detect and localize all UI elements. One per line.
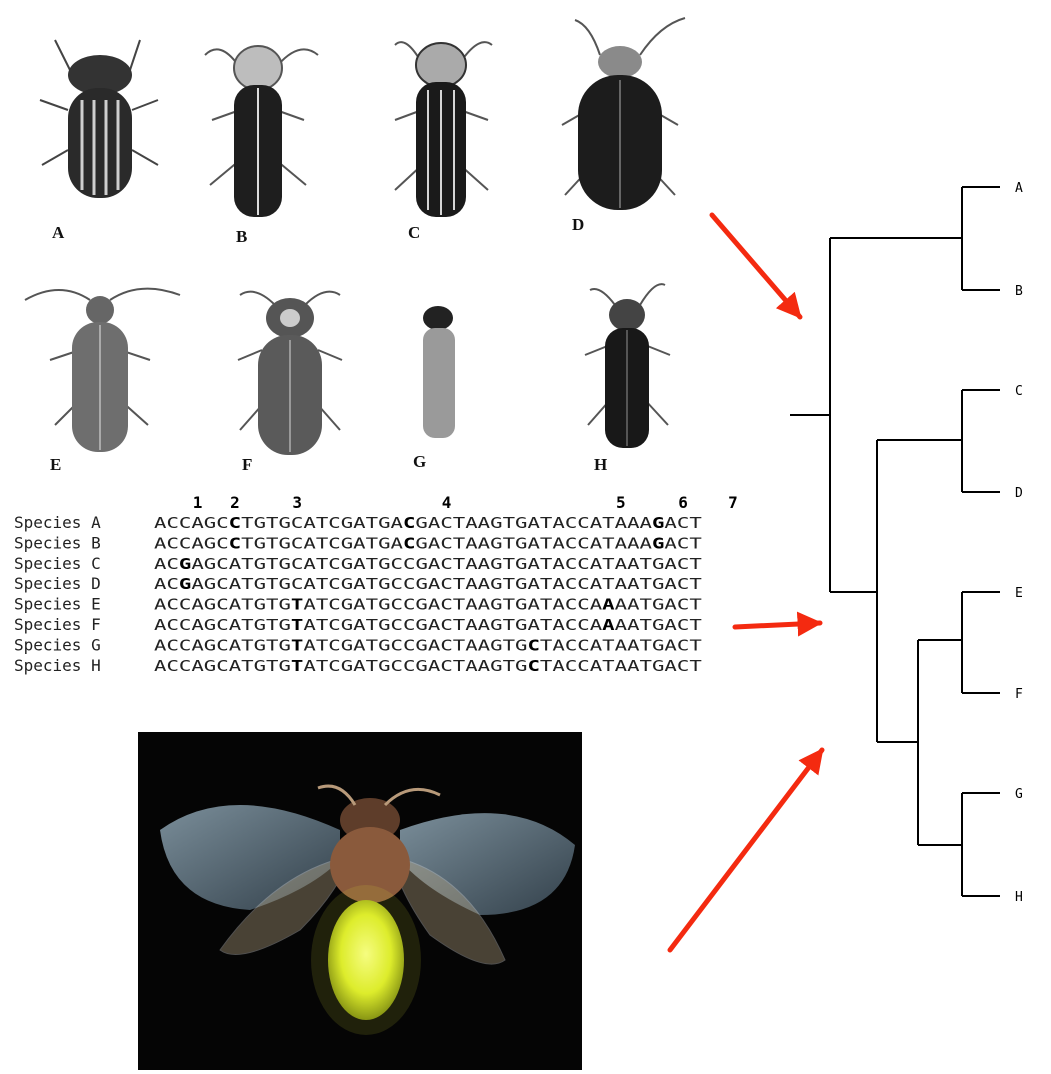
site-number: 1 xyxy=(193,493,203,512)
beetle-label-g: G xyxy=(413,452,426,471)
site-number: 5 xyxy=(616,493,626,512)
species-label: Species F xyxy=(14,615,101,634)
tree-leaf-b: B xyxy=(1015,284,1023,299)
site-number: 3 xyxy=(292,493,302,512)
beetle-label-c: C xyxy=(408,223,420,242)
tree-leaf-h: H xyxy=(1015,890,1023,905)
species-label: Species G xyxy=(14,635,101,654)
species-label: Species E xyxy=(14,595,101,614)
species-label: Species D xyxy=(14,574,101,593)
arrow-to-top-clade xyxy=(712,215,800,317)
beetle-a-illustration xyxy=(40,40,158,198)
site-number: 7 xyxy=(728,493,738,512)
beetle-c-illustration xyxy=(395,42,492,217)
species-label: Species B xyxy=(14,533,101,552)
species-label: Species H xyxy=(14,656,101,675)
species-label: Species A xyxy=(14,513,101,532)
beetle-label-f: F xyxy=(242,455,252,474)
site-number: 2 xyxy=(230,493,240,512)
beetle-label-e: E xyxy=(50,455,61,474)
tree-leaf-c: C xyxy=(1015,384,1023,399)
tree-leaf-g: G xyxy=(1015,787,1023,802)
site-number: 4 xyxy=(442,493,452,512)
beetle-g-illustration xyxy=(423,306,455,438)
site-number: 6 xyxy=(678,493,688,512)
beetle-label-h: H xyxy=(594,455,607,474)
species-label: Species C xyxy=(14,554,101,573)
beetle-b-illustration xyxy=(205,46,318,217)
beetle-label-b: B xyxy=(236,227,247,246)
arrow-from-alignment xyxy=(735,623,820,627)
beetle-label-d: D xyxy=(572,215,584,234)
tree-leaf-f: F xyxy=(1015,687,1023,702)
beetle-label-a: A xyxy=(52,223,65,242)
tree-leaf-e: E xyxy=(1015,586,1023,601)
phylogenetic-tree xyxy=(790,187,1000,896)
firefly-photo xyxy=(138,732,582,1070)
beetle-e-illustration xyxy=(25,289,180,452)
tree-leaf-a: A xyxy=(1015,181,1023,196)
beetle-d-illustration xyxy=(562,18,685,210)
beetle-f-illustration xyxy=(238,292,342,455)
tree-leaf-d: D xyxy=(1015,486,1023,501)
arrow-from-firefly xyxy=(670,750,822,950)
beetle-h-illustration xyxy=(585,284,670,448)
